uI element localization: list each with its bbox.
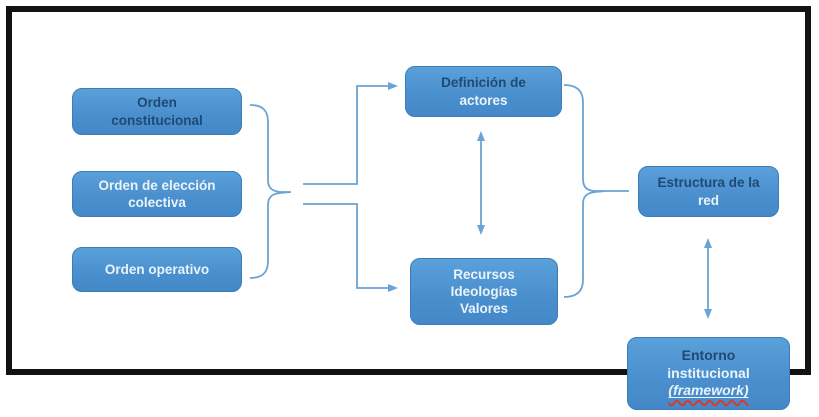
node-orden-operativo: Orden operativo [72,247,242,292]
node-label-line: Recursos [453,266,515,282]
node-label-line: institucional [667,364,750,381]
node-label-line: Definición de [441,75,526,91]
node-label-line: Orden [137,95,177,111]
node-label-line: Orden operativo [104,261,210,277]
node-label-line: Orden de elección [98,177,216,193]
left-group-brace [249,104,292,279]
node-definicion-de-actores: Definición de actores [405,66,562,117]
framework-label: (framework) [668,382,748,400]
node-label-line: constitucional [111,112,203,128]
node-label-line: Entorno [681,346,736,363]
arrow-to-definicion [303,82,398,185]
node-recursos-ideologias-valores: Recursos Ideologías Valores [410,258,558,325]
node-label-line: colectiva [128,195,186,210]
node-orden-eleccion-colectiva: Orden de elección colectiva [72,171,242,217]
node-label-line: Estructura de la [657,175,760,191]
node-orden-constitucional: Orden constitucional [72,88,242,135]
arrow-to-recursos [303,203,398,292]
node-entorno-institucional: Entorno institucional (framework) [627,337,790,410]
node-label-line: actores [459,92,508,108]
node-label-line: red [697,192,719,208]
middle-group-brace [563,84,607,298]
node-label-line: Valores [459,301,509,317]
node-estructura-de-la-red: Estructura de la red [638,166,779,217]
framework-label-text: (framework) [668,382,749,399]
figure-frame [6,6,811,375]
node-label-line: Ideologías [450,283,518,299]
